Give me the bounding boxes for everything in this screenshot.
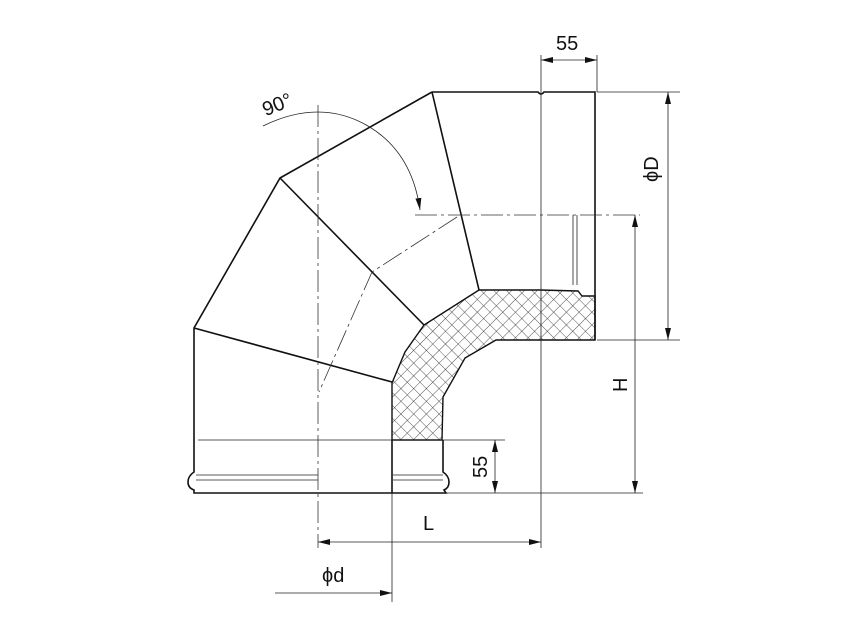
insulation-section <box>391 289 596 441</box>
elbow-outline <box>187 91 596 494</box>
height-label: H <box>610 378 632 392</box>
outer-diameter-label: ϕD <box>641 156 663 182</box>
dimensions <box>262 55 680 602</box>
centerlines <box>317 105 640 548</box>
bottom-socket-length-label: 55 <box>470 456 492 478</box>
inner-diameter-label: ϕd <box>322 565 344 587</box>
angle-label: 90° <box>259 89 295 121</box>
length-label: L <box>423 513 434 535</box>
top-socket-length-label: 55 <box>556 33 578 55</box>
